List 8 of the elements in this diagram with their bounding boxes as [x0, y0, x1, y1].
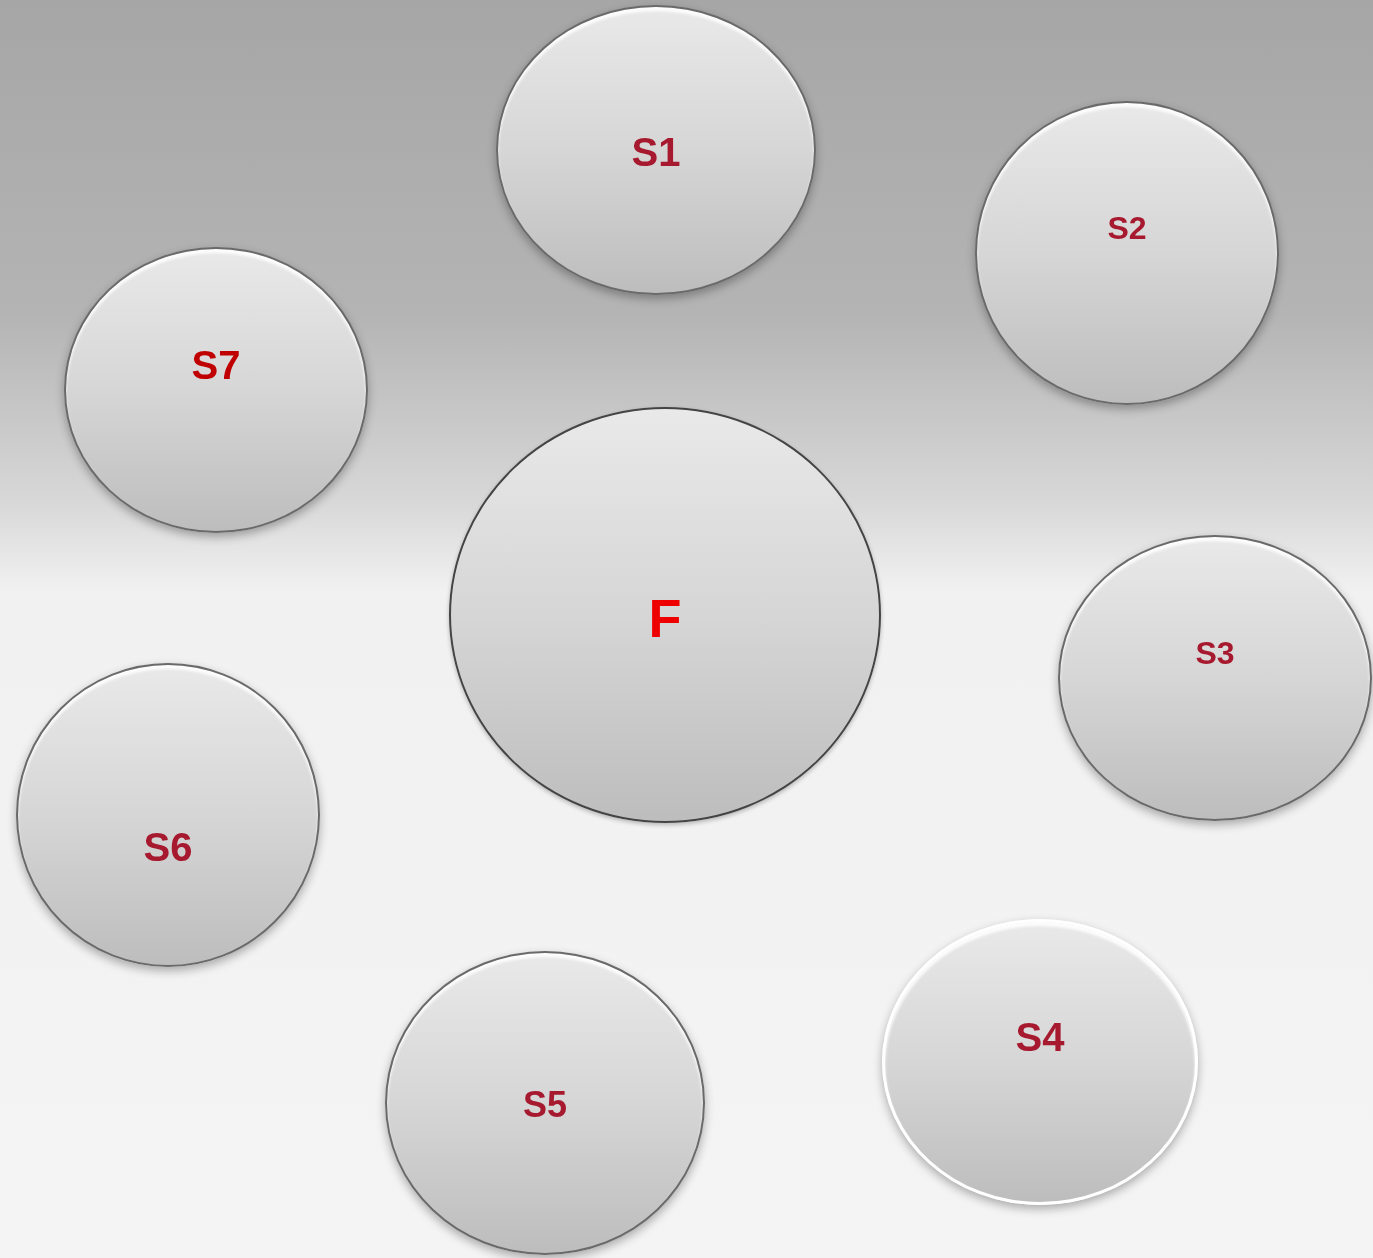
node-label: S5: [522, 1084, 567, 1126]
node-label: S1: [631, 129, 681, 175]
node-label: F: [648, 587, 682, 649]
node-label: S4: [1015, 1014, 1065, 1060]
node-label: S7: [191, 342, 241, 388]
node-label: S6: [143, 824, 193, 870]
node-label: S3: [1195, 634, 1235, 672]
node-label: S2: [1107, 209, 1147, 247]
